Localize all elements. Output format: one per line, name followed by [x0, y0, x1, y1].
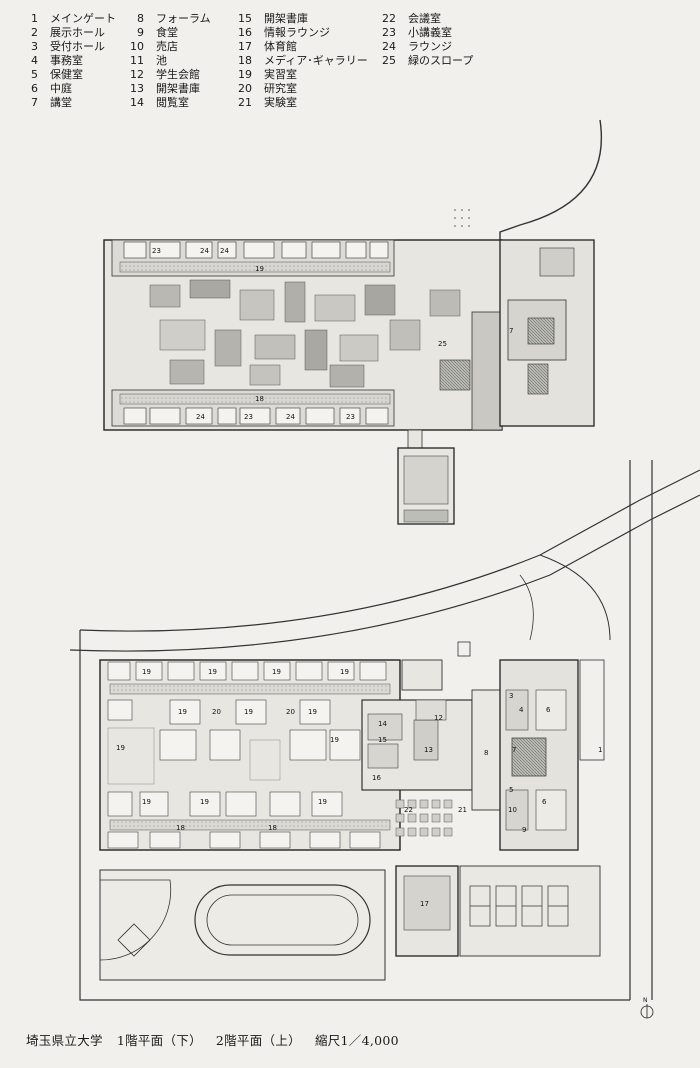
east-ramp	[471, 311, 503, 431]
room-label: 19	[178, 708, 187, 716]
room-label: 17	[420, 900, 429, 908]
north-arrow-icon: N	[640, 997, 654, 1019]
forecourt-grid	[454, 209, 470, 227]
room-label: 18	[268, 824, 277, 832]
auditorium-seating	[527, 317, 555, 345]
room-label: 14	[378, 720, 387, 728]
room-label: 23	[346, 413, 355, 421]
room-label: 19	[330, 736, 339, 744]
room-label: 13	[424, 746, 433, 754]
room-label: 7	[509, 327, 513, 335]
room-label: 24	[286, 413, 295, 421]
room-label: 24	[196, 413, 205, 421]
room-label: 16	[372, 774, 381, 782]
room-label: 19	[308, 708, 317, 716]
room-label: 19	[244, 708, 253, 716]
second-floor-plan: 23 24 24 19 25 7 18 24 23 24 23	[103, 119, 602, 525]
caption-floor1: 1階平面（下）	[116, 1033, 202, 1048]
room-label: 24	[220, 247, 229, 255]
green-slope	[439, 359, 471, 391]
room-label: 24	[200, 247, 209, 255]
figure-caption: 埼玉県立大学 1階平面（下） 2階平面（上） 縮尺1／4,000	[26, 1030, 413, 1049]
room-label: 18	[255, 395, 264, 403]
room-label: 25	[438, 340, 447, 348]
north-label: N	[643, 997, 648, 1004]
room-label: 8	[484, 749, 488, 757]
room-label: 20	[212, 708, 221, 716]
room-label: 19	[255, 265, 264, 273]
room-label: 6	[542, 798, 547, 806]
room-label: 23	[244, 413, 253, 421]
dining-rows	[395, 799, 453, 837]
forum-area	[471, 689, 503, 811]
room-label: 12	[434, 714, 443, 722]
baseball-diamond	[99, 879, 172, 961]
room-label: 1	[598, 746, 602, 754]
sports-field	[99, 869, 386, 981]
room-label: 6	[546, 706, 551, 714]
room-label: 15	[378, 736, 387, 744]
room-label: 19	[272, 668, 281, 676]
room-label: 4	[519, 706, 524, 714]
room-label: 18	[176, 824, 185, 832]
room-label: 19	[318, 798, 327, 806]
central-mosaic	[149, 279, 461, 388]
room-label: 22	[404, 806, 413, 814]
room-label: 21	[458, 806, 467, 814]
site-roads	[69, 460, 700, 1001]
caption-building-name: 埼玉県立大学	[26, 1033, 103, 1048]
room-label: 19	[116, 744, 125, 752]
room-label: 19	[142, 798, 151, 806]
approach-curve	[499, 119, 602, 240]
room-label: 7	[512, 746, 516, 754]
caption-scale: 縮尺1／4,000	[314, 1033, 399, 1048]
first-floor-site-plan: 19 19 19 19 19 20 19 20 19 19 14 15 13 1…	[69, 460, 700, 1019]
room-label: 20	[286, 708, 295, 716]
room-label: 10	[508, 806, 517, 814]
room-label: 19	[340, 668, 349, 676]
tennis-courts	[459, 865, 601, 957]
room-label: 3	[509, 692, 513, 700]
room-label: 19	[142, 668, 151, 676]
room-label: 9	[522, 826, 526, 834]
caption-floor2: 2階平面（上）	[215, 1033, 301, 1048]
room-label: 19	[208, 668, 217, 676]
auditorium	[511, 737, 547, 777]
room-label: 5	[509, 786, 513, 794]
running-track	[194, 884, 371, 956]
bridge-connector	[407, 429, 423, 449]
room-label: 19	[200, 798, 209, 806]
room-label: 23	[152, 247, 161, 255]
